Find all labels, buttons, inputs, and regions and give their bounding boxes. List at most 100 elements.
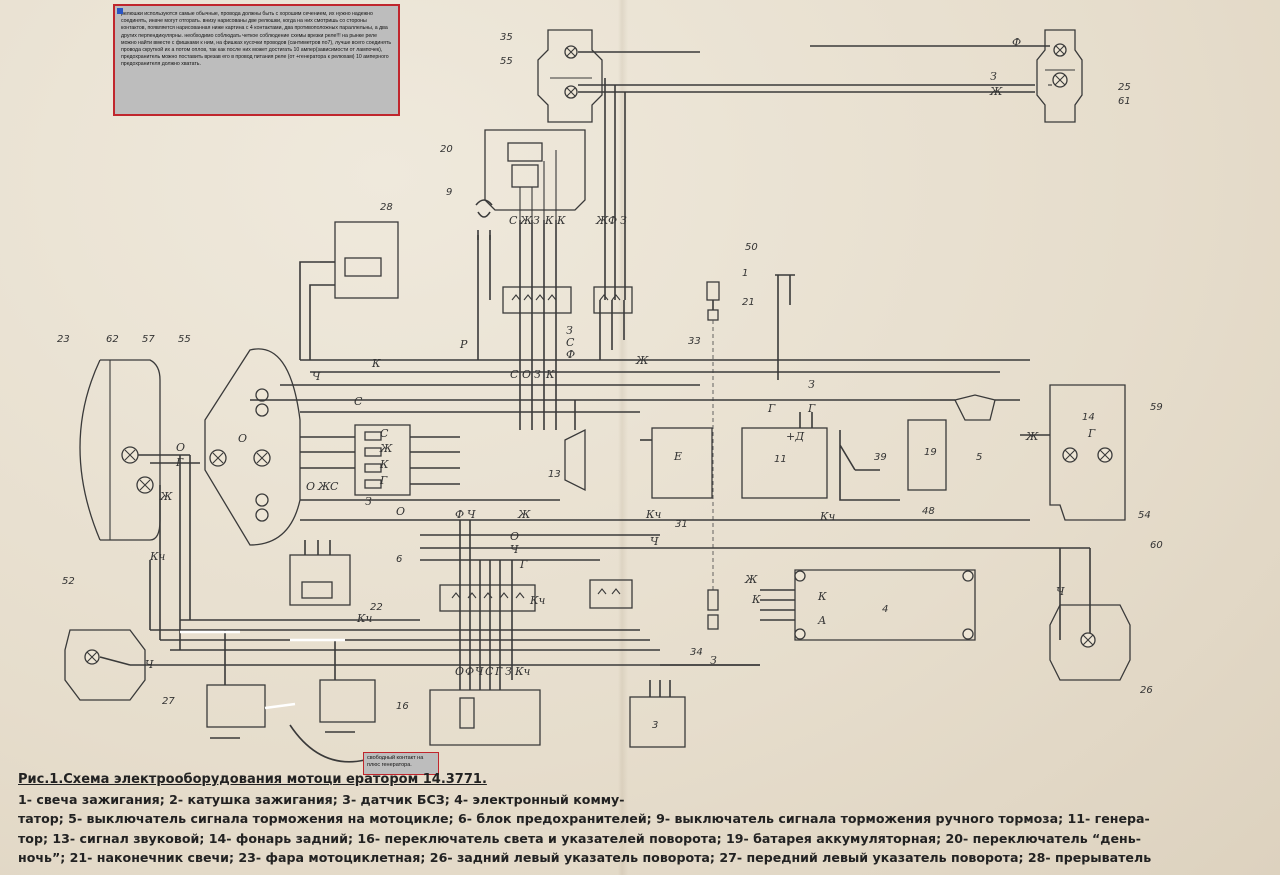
wire-label-s-fuse: С: [380, 427, 389, 440]
wire-label-s-sw: С: [509, 214, 518, 227]
switch-5-rear-brake: [940, 394, 1020, 421]
wire-label-dplus: +Д: [786, 430, 805, 443]
light-switch-16: [429, 680, 541, 746]
generator-11: [741, 412, 828, 499]
relay-highlight-wires: [180, 630, 345, 710]
wire-label-f-top: Ф: [1012, 36, 1021, 49]
headlight-23: [79, 359, 200, 541]
label-19: 19: [924, 447, 937, 458]
wire-label-z-r: З: [620, 214, 627, 227]
wire-label-f-sw16: Ф: [465, 665, 474, 678]
wire-label-r: Р: [459, 338, 468, 351]
wire-label-g-fuse: Г: [379, 474, 388, 487]
label-55: 55: [500, 56, 513, 67]
wire-labels: Ф З Ж С Ж З К К Ж Ф З З С Ф Р Ж К С О З …: [145, 36, 1096, 678]
wire-label-g-low2: Г: [519, 558, 528, 571]
wire-label-k-fuse: К: [379, 458, 389, 471]
caption-line-3: тор; 13- сигнал звуковой; 14- фонарь зад…: [18, 830, 1141, 846]
wire-label-o-panel: О: [238, 432, 247, 445]
wire-label-ch-front: Ч: [145, 658, 154, 671]
label-54: 54: [1138, 510, 1151, 521]
wire-label-z-sw16: З: [505, 665, 512, 678]
wire-label-g-2: Г: [807, 402, 816, 415]
wire-label-ch-sw16: Ч: [475, 665, 484, 678]
wire-label-z-sw: З: [533, 214, 540, 227]
label-E: Е: [673, 450, 682, 463]
caption-title: Рис.1.Схема электрооборудования мотоци е…: [18, 772, 487, 787]
label-3: 3: [652, 720, 658, 731]
wire-label-A-contact: А: [817, 614, 826, 627]
fuse-block-6: [354, 424, 411, 496]
wire-label-kch-conn: Кч: [529, 594, 546, 607]
wire-label-k-left: К: [371, 357, 381, 370]
wire-label-o-hub: О: [522, 368, 531, 381]
wire-label-g-head: Г: [175, 456, 184, 469]
wire-label-f-r: Ф: [608, 214, 617, 227]
battery-19: [907, 419, 947, 491]
label-11: 11: [774, 454, 787, 465]
wire-label-f-m: Ф: [566, 348, 575, 361]
wire-label-s-left: С: [354, 395, 363, 408]
wire-label-k-comm: К: [751, 593, 761, 606]
label-16: 16: [396, 701, 409, 712]
wire-label-ch-left: Ч: [312, 370, 321, 383]
wire-label-zh-top: Ж: [989, 85, 1003, 98]
relays-bottom: [206, 630, 376, 763]
day-night-switch-20: [484, 129, 586, 220]
wire-label-kch-relay: Кч: [356, 612, 373, 625]
wire-label-k2-sw: К: [556, 214, 566, 227]
label-61: 61: [1118, 96, 1131, 107]
label-59: 59: [1150, 402, 1163, 413]
wire-label-zh-sw: Ж: [519, 214, 533, 227]
front-turn-indicator-group: [537, 29, 1035, 123]
ignition-coil-22: [289, 540, 351, 606]
label-57: 57: [142, 334, 155, 345]
label-14: 14: [1082, 412, 1095, 423]
label-33: 33: [688, 336, 701, 347]
label-20: 20: [440, 144, 453, 155]
caption-line-4: ночь”; 21- наконечник свечи; 23- фара мо…: [18, 850, 1152, 865]
commutator-E: [640, 427, 713, 499]
breaker-28: [299, 221, 399, 360]
wire-label-z-m: З: [566, 324, 573, 337]
annotation-note-free-contact: свободный контакт на плюс генератора.: [363, 752, 439, 775]
figure-caption: Рис.1.Схема электрооборудования мотоци е…: [18, 770, 1268, 868]
wire-label-o-low2: О: [510, 530, 519, 543]
label-27: 27: [162, 696, 175, 707]
caption-line-2: татор; 5- выключатель сигнала торможения…: [18, 811, 1150, 826]
label-6: 6: [396, 554, 402, 565]
wire-label-zh-r: Ж: [595, 214, 609, 227]
wire-label-zh-low: Ж: [517, 508, 531, 521]
label-5: 5: [976, 452, 982, 463]
note-corner-marker: [117, 8, 123, 14]
commutator-4: [760, 569, 976, 641]
wire-label-o-c2: О: [396, 505, 405, 518]
rear-light-group: [810, 29, 1083, 123]
wire-label-ch-low2: Ч: [510, 543, 519, 556]
label-35: 35: [500, 32, 513, 43]
wire-label-k-hub: К: [545, 368, 555, 381]
wire-label-kch-sw16: Кч: [514, 665, 531, 678]
wire-label-z-right: З: [808, 378, 815, 391]
annotation-note-relays: релюшки используются самые обычные, пров…: [113, 4, 400, 116]
horn-13: [564, 400, 586, 492]
annotation-note-free-contact-text: свободный контакт на плюс генератора.: [367, 755, 424, 768]
wire-label-zh-fuse: Ж: [379, 442, 393, 455]
wire-label-g-tail: Г: [1087, 427, 1096, 440]
wire-label-o-c: О: [306, 480, 315, 493]
caption-line-1: 1- свеча зажигания; 2- катушка зажигания…: [18, 791, 625, 807]
wire-label-s-c: С: [330, 480, 339, 493]
label-22: 22: [370, 602, 383, 613]
label-1: 1: [742, 268, 748, 279]
label-50: 50: [745, 242, 758, 253]
label-34: 34: [690, 647, 703, 658]
wire-label-kch-low: Кч: [645, 508, 662, 521]
main-horizontal-wires: [130, 359, 1090, 666]
label-39: 39: [874, 452, 887, 463]
label-55b: 55: [178, 334, 191, 345]
relay-39: [839, 430, 900, 501]
label-48: 48: [922, 506, 935, 517]
rear-turn-indicator-26: [1049, 548, 1131, 681]
